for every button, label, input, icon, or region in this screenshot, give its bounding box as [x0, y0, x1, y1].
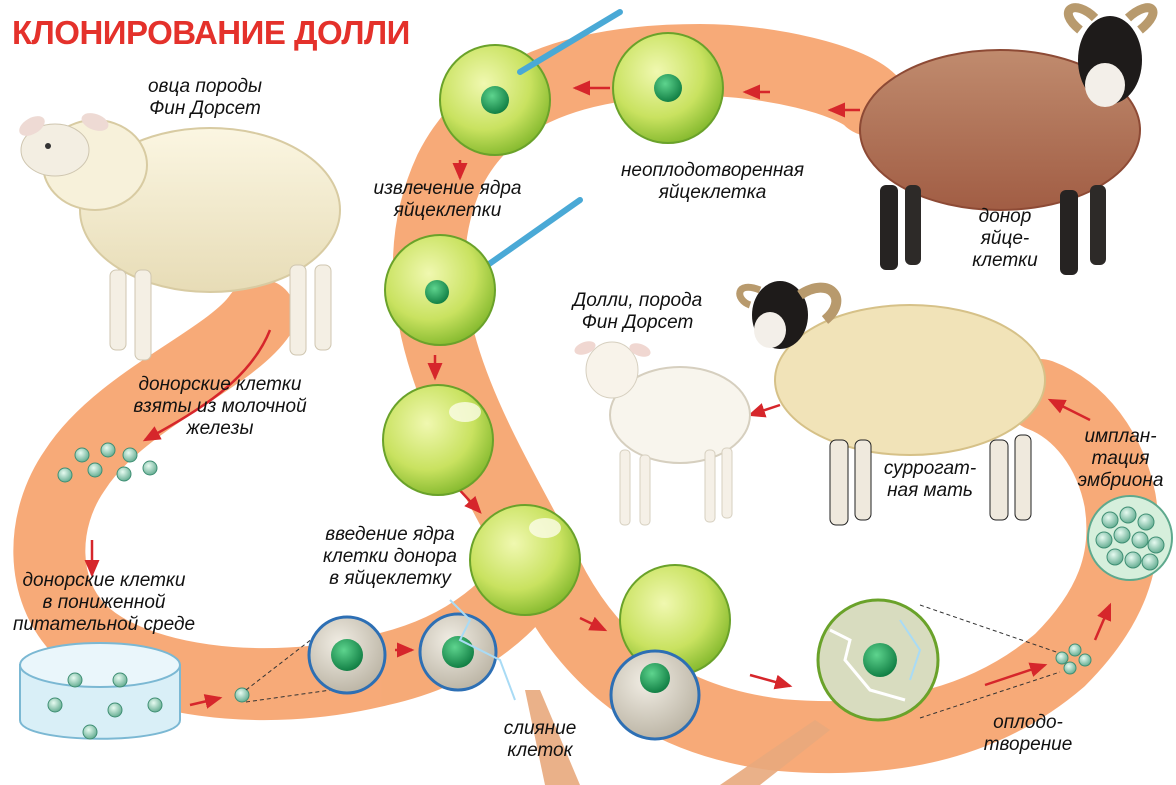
- label-donor-cells-taken: донорские клетки взяты из молочной желез…: [120, 374, 320, 440]
- label-donor-cells-medium: донорские клетки в пониженной питательно…: [0, 570, 208, 636]
- finn-dorset-ewe: [16, 110, 340, 360]
- activated-egg-cell: [818, 600, 938, 720]
- label-cell-fusion: слияние клеток: [490, 718, 590, 762]
- label-surrogate: суррогат- ная мать: [870, 458, 990, 502]
- blastocyst: [1088, 496, 1172, 580]
- label-nucleus-extraction: извлечение ядра яйцеклетки: [360, 178, 535, 222]
- label-fertilization: оплодо- творение: [968, 712, 1088, 756]
- egg-cell-receiving-nucleus: [470, 505, 580, 615]
- label-egg-donor: донор яйце- клетки: [960, 206, 1050, 272]
- egg-cell-enucleated-1: [385, 235, 495, 345]
- diagram-title: КЛОНИРОВАНИЕ ДОЛЛИ: [12, 14, 410, 52]
- petri-dish-icon: [20, 643, 180, 739]
- label-implantation: имплан- тация эмбриона: [1065, 426, 1176, 492]
- dolly-lamb: [573, 339, 750, 525]
- label-dolly: Долли, порода Фин Дорсет: [555, 290, 720, 334]
- magnified-donor-cell: [309, 617, 385, 693]
- unfertilized-egg-cell: [613, 33, 723, 143]
- label-nucleus-insertion: введение ядра клетки донора в яйцеклетку: [300, 524, 480, 590]
- label-sheep-breed: овца породы Фин Дорсет: [130, 76, 280, 120]
- label-unfertilized-egg: неоплодотворенная яйцеклетка: [610, 160, 815, 204]
- egg-cell-enucleated-2: [383, 385, 493, 495]
